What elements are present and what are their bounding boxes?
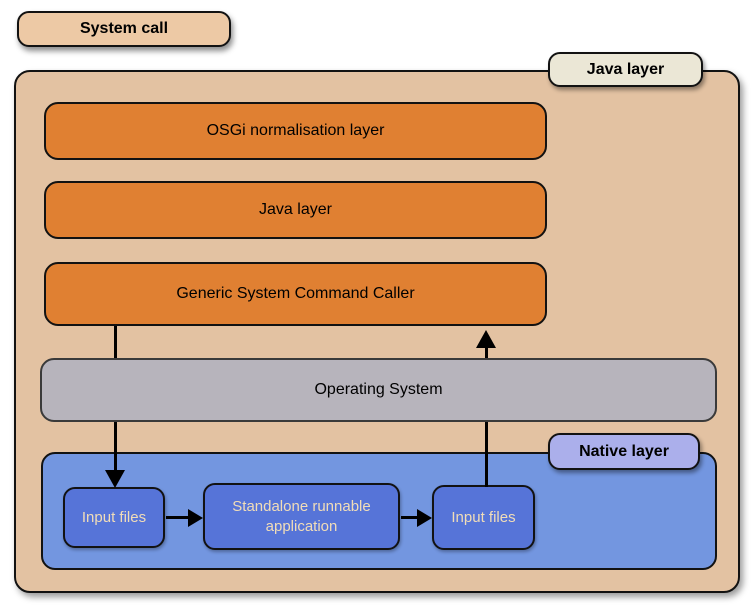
system-call-label: System call (79, 20, 169, 37)
java-layer-tab: Java layer (548, 52, 703, 87)
arrow-input-to-standalone-line (166, 516, 189, 519)
java-layer-tab-label: Java layer (586, 60, 665, 78)
input-files-right-box: Input files (432, 485, 535, 550)
arrow-up-head-icon (476, 330, 496, 348)
generic-system-command-caller-label: Generic System Command Caller (176, 285, 415, 302)
java-layer-box-label: Java layer (259, 201, 332, 218)
arrow-right-head-icon-1 (188, 509, 203, 527)
input-files-left-box: Input files (63, 487, 165, 548)
osgi-normalisation-layer-label: OSGi normalisation layer (206, 122, 385, 139)
standalone-runnable-application-label: Standalone runnable application (232, 498, 371, 535)
osgi-normalisation-layer-box: OSGi normalisation layer (44, 102, 547, 160)
operating-system-box: Operating System (40, 358, 717, 422)
arrow-standalone-to-input-line (401, 516, 418, 519)
native-layer-tab: Native layer (548, 433, 700, 470)
java-layer-box: Java layer (44, 181, 547, 239)
generic-system-command-caller-box: Generic System Command Caller (44, 262, 547, 326)
input-files-left-label: Input files (81, 509, 147, 526)
operating-system-label: Operating System (314, 381, 443, 398)
standalone-runnable-application-box: Standalone runnable application (203, 483, 400, 550)
input-files-right-label: Input files (451, 509, 516, 526)
arrow-down-head-icon (105, 470, 125, 488)
arrow-right-head-icon-2 (417, 509, 432, 527)
system-call-box: System call (17, 11, 231, 47)
native-layer-tab-label: Native layer (579, 442, 669, 460)
